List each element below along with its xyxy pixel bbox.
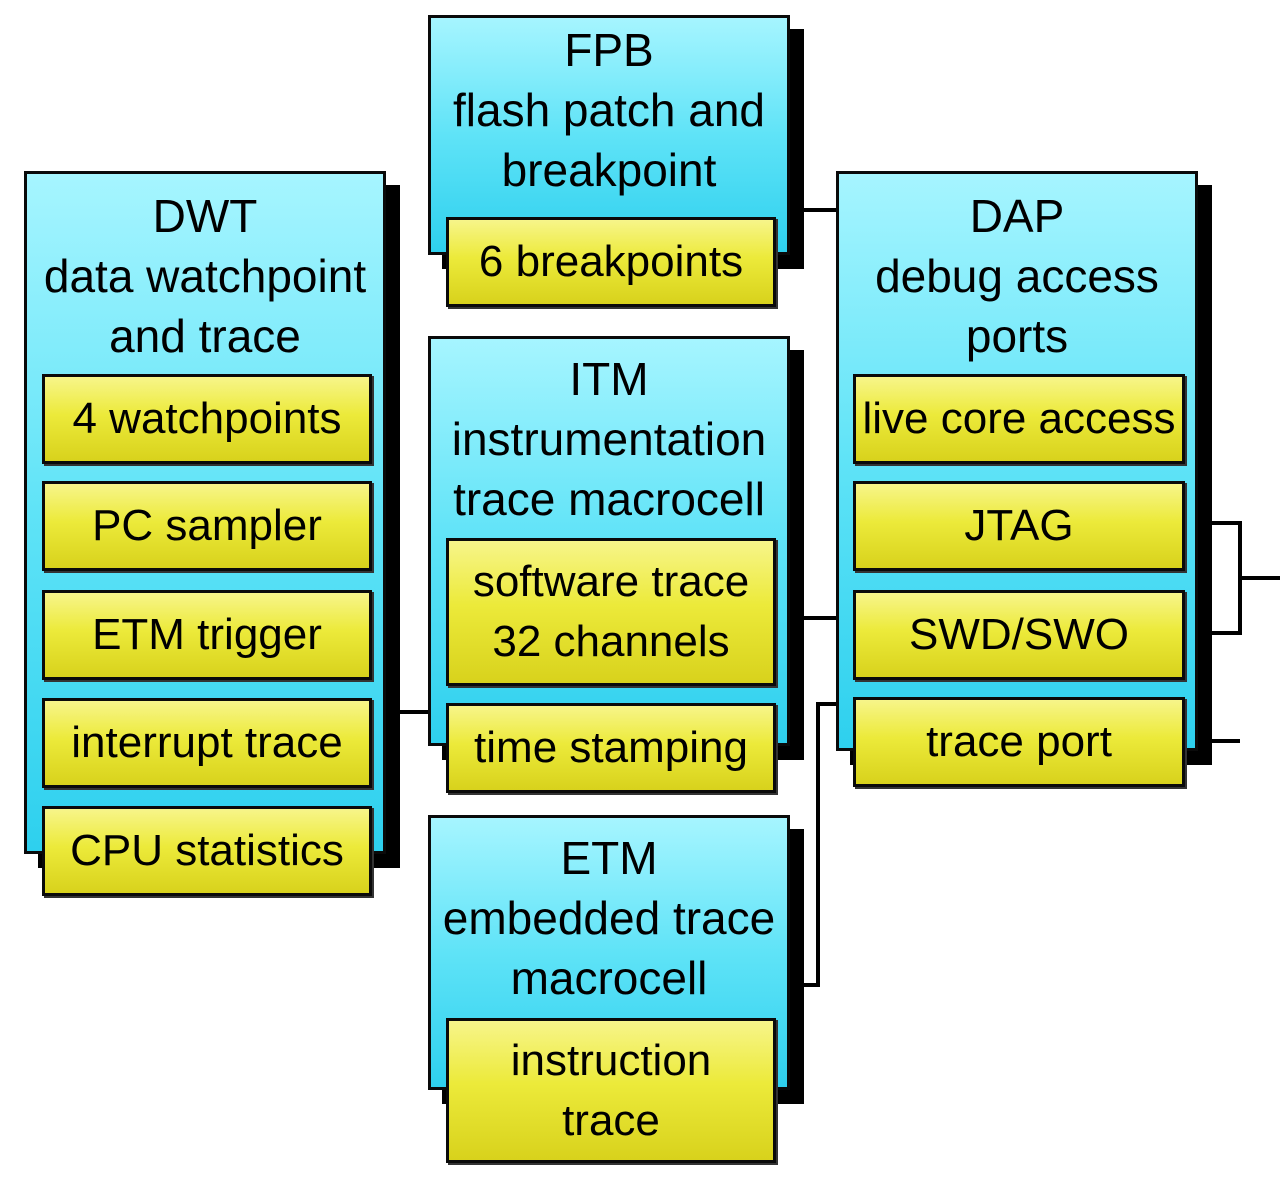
dwt-name-line2: and trace <box>109 310 301 362</box>
dwt-title: DWT data watchpoint and trace <box>27 186 383 366</box>
dap-live-core-access-cell: live core access <box>853 374 1185 464</box>
itm-time-stamping-cell: time stamping <box>446 703 776 793</box>
fpb-breakpoints-cell: 6 breakpoints <box>446 217 776 307</box>
dap-jtag-cell: JTAG <box>853 481 1185 571</box>
dap-swd-swo-cell: SWD/SWO <box>853 590 1185 680</box>
itm-abbr: ITM <box>569 353 649 405</box>
dwt-cpu-statistics-cell: CPU statistics <box>42 806 372 896</box>
dap-title: DAP debug access ports <box>839 186 1195 366</box>
etm-to-dap-wire <box>802 702 838 987</box>
itm-software-trace-cell: software trace 32 channels <box>446 538 776 686</box>
etm-instruction-trace-line1: instruction <box>510 1035 712 1085</box>
dap-name-line1: debug access <box>875 250 1159 302</box>
dap-name-line2: ports <box>965 310 1069 362</box>
dwt-name-line1: data watchpoint <box>43 250 367 302</box>
etm-name-line1: embedded trace <box>442 892 776 944</box>
itm-name-line2: trace macrocell <box>453 473 765 525</box>
etm-instruction-trace-cell: instruction trace <box>446 1018 776 1163</box>
etm-title: ETM embedded trace macrocell <box>431 828 787 1008</box>
fpb-name-line2: breakpoint <box>501 144 717 196</box>
dwt-etm-trigger-cell: ETM trigger <box>42 590 372 680</box>
itm-software-trace-line1: software trace <box>472 557 750 606</box>
fpb-name-line1: flash patch and <box>452 84 765 136</box>
dwt-watchpoints-cell: 4 watchpoints <box>42 374 372 464</box>
itm-name-line1: instrumentation <box>451 413 767 465</box>
dap-trace-port-cell: trace port <box>853 697 1185 787</box>
dwt-interrupt-trace-cell: interrupt trace <box>42 698 372 788</box>
fpb-abbr: FPB <box>564 24 654 76</box>
etm-name-line2: macrocell <box>510 952 708 1004</box>
dap-abbr: DAP <box>969 190 1065 242</box>
fpb-block: FPB flash patch and breakpoint <box>428 15 790 255</box>
etm-abbr: ETM <box>560 832 658 884</box>
etm-instruction-trace-line2: trace <box>562 1095 660 1145</box>
dwt-pc-sampler-cell: PC sampler <box>42 481 372 571</box>
itm-title: ITM instrumentation trace macrocell <box>431 349 787 529</box>
dwt-abbr: DWT <box>152 190 258 242</box>
itm-software-trace-line2: 32 channels <box>492 617 730 666</box>
fpb-title: FPB flash patch and breakpoint <box>431 20 787 200</box>
